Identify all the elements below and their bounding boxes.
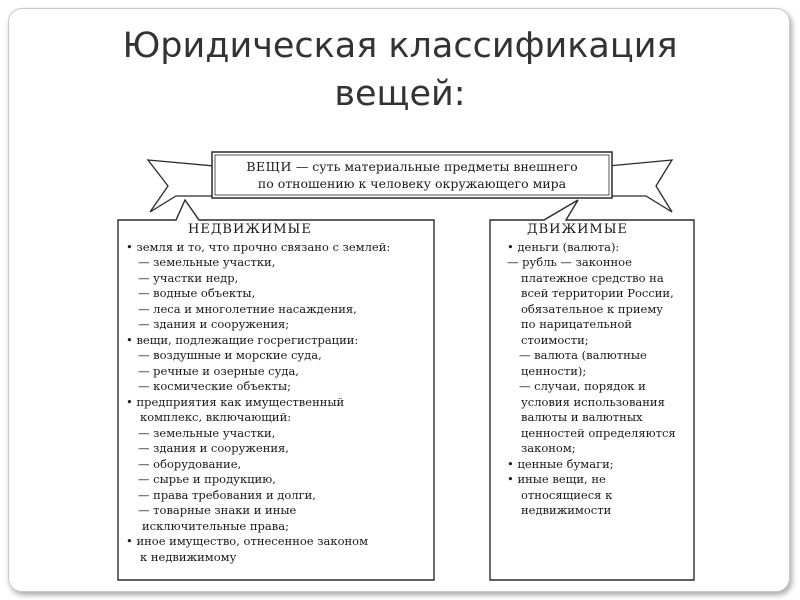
immovable-line: — земельные участки, xyxy=(138,255,276,269)
movable-list: ДВИЖИМЫЕ • деньги (валюта): — рубль — за… xyxy=(507,222,685,519)
immovable-line: — оборудование, xyxy=(138,456,242,471)
movable-line: ценностей определяются xyxy=(521,425,676,440)
movable-line: — рубль — законное xyxy=(507,255,632,269)
movable-line: стоимости; xyxy=(521,332,589,347)
banner-text: ВЕЩИ — суть материальные предметы внешне… xyxy=(216,158,608,192)
title-line-2: вещей: xyxy=(334,74,466,114)
immovable-line: • земля и то, что прочно связано с земле… xyxy=(126,239,391,254)
movable-line: условия использования xyxy=(521,394,665,409)
immovable-line: — речные и озерные суда, xyxy=(138,363,299,378)
banner-right-tail xyxy=(607,159,674,213)
banner-box xyxy=(211,151,613,199)
movable-box-outline xyxy=(489,199,695,581)
banner-line-2: по отношению к человеку окружающего мира xyxy=(257,176,567,191)
immovable-line: к недвижимому xyxy=(140,549,237,564)
immovable-line: — здания и сооружения; xyxy=(138,317,290,331)
immovable-box-outline xyxy=(117,198,435,581)
movable-line: • ценные бумаги; xyxy=(507,456,614,471)
movable-line: • иные вещи, не xyxy=(507,472,606,486)
immovable-line: — права требования и долги, xyxy=(138,487,316,502)
immovable-line: комплекс, включающий: xyxy=(140,410,292,424)
movable-line: всей территории России, xyxy=(521,286,674,300)
movable-line: валюты и валютных xyxy=(521,410,643,424)
movable-line: обязательное к приему xyxy=(521,301,664,316)
slide-title: Юридическая классификация вещей: xyxy=(0,22,800,118)
immovable-line: — сырье и продукцию, xyxy=(138,472,276,486)
movable-line: законом; xyxy=(521,441,576,455)
movable-line: — случаи, порядок и xyxy=(519,379,646,393)
movable-line: по нарицательной xyxy=(521,317,633,331)
banner-left-tail xyxy=(146,159,215,213)
banner-line-1-rest: — суть материальные предметы внешнего xyxy=(291,159,578,174)
movable-line: — валюта (валютные xyxy=(519,348,647,362)
immovable-heading: НЕДВИЖИМЫЕ xyxy=(188,222,312,237)
immovable-line: • вещи, подлежащие госрегистрации: xyxy=(126,332,359,347)
immovable-line: • предприятия как имущественный xyxy=(126,394,345,409)
immovable-line: — космические объекты; xyxy=(138,379,292,393)
immovable-line: • иное имущество, отнесенное законом xyxy=(126,534,369,548)
movable-line: платежное средство на xyxy=(521,270,664,285)
immovable-line: — участки недр, xyxy=(138,270,239,285)
immovable-line: — земельные участки, xyxy=(138,425,276,440)
immovable-line: — леса и многолетние насаждения, xyxy=(138,301,357,316)
movable-line: ценности); xyxy=(521,363,587,378)
immovable-line: — здания и сооружения, xyxy=(138,441,289,455)
title-line-1: Юридическая классификация xyxy=(122,26,678,66)
banner-label: ВЕЩИ xyxy=(246,159,292,174)
immovable-line: — воздушные и морские суда, xyxy=(138,348,322,362)
immovable-list: НЕДВИЖИМЫЕ • земля и то, что прочно связ… xyxy=(126,222,431,565)
immovable-line: — товарные знаки и иные xyxy=(138,503,297,517)
movable-heading: ДВИЖИМЫЕ xyxy=(527,222,628,237)
banner-line-1: ВЕЩИ — суть материальные предметы внешне… xyxy=(216,158,608,175)
movable-line: относящиеся к xyxy=(521,487,613,502)
movable-line: недвижимости xyxy=(521,503,612,517)
movable-line: • деньги (валюта): xyxy=(507,239,620,254)
immovable-line: — водные объекты, xyxy=(138,286,256,300)
immovable-line: исключительные права; xyxy=(142,518,289,533)
